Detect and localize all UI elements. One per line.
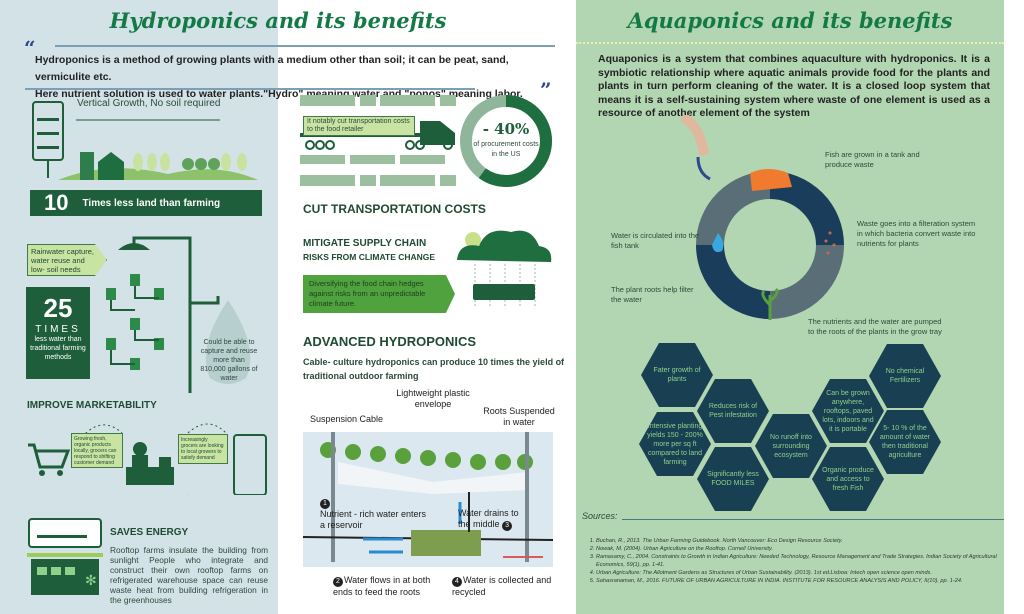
donut-text: of procurement costs in the US [473, 141, 539, 158]
food-hand-icon [680, 115, 709, 156]
dotted-divider [576, 42, 1004, 44]
cable-label: Suspension Cable [310, 414, 384, 424]
energy-heading: SAVES ENERGY [110, 527, 189, 538]
vertical-growth-label: Vertical Growth, No soil required [77, 98, 221, 109]
source-item: Urban Agriculture: The Allotment Gardens… [596, 569, 1000, 577]
cycle-label-roots: The plant roots help filter the water [611, 285, 694, 304]
cycle-label-waste: Waste goes into a filteration system in … [857, 219, 976, 248]
water-stat-times: TIMES [35, 324, 81, 335]
diagram-step-3: Water drains to the middle 3 [458, 508, 522, 531]
transport-callout: It notably cut transportation costs to t… [303, 116, 415, 136]
cycle-label-nutrients: The nutrients and the water are pumped t… [808, 317, 942, 336]
rooftop-farm-building-illustration: ✻ [27, 518, 103, 595]
source-item: Buchan, R., 2013. The Urban Farming Guid… [596, 537, 1000, 545]
hydroponics-title: Hydroponics and its benefits [109, 8, 447, 33]
divider [55, 45, 555, 47]
vertical-farm-illustration [32, 101, 258, 180]
water-drop-text: Could be able to capture and reuse more … [200, 339, 258, 382]
transport-heading: CUT TRANSPORTATION COSTS [303, 202, 486, 216]
water-stat-number: 25 [43, 293, 73, 323]
cycle-label-fish: Fish are grown in a tank and produce was… [825, 150, 920, 169]
sources-list: Buchan, R., 2013. The Urban Farming Guid… [596, 537, 1000, 585]
source-item: Sahasranaman, M., 2016. FUTURE OF URBAN … [596, 577, 1000, 585]
cycle-label-water: Water is circulated into the fish tank [611, 231, 700, 250]
trucks-illustration [300, 95, 456, 186]
cable-culture-diagram [303, 432, 553, 567]
source-item: Nowak, M. (2004). Urban Agriculture on t… [596, 545, 1000, 553]
sources-label: Sources: [582, 511, 618, 521]
step-number: 1 [320, 499, 330, 509]
step-text: Water is collected and recycled [452, 575, 552, 597]
advanced-heading: ADVANCED HYDROPONICS [303, 334, 477, 349]
marketability-heading: IMPROVE MARKETABILITY [27, 400, 157, 411]
divider [25, 88, 475, 90]
land-stat-text: Times less land than farming [82, 197, 221, 209]
svg-text:✻: ✻ [85, 572, 97, 588]
step-text: Nutrient - rich water enters a reservoir [320, 509, 427, 530]
water-drop-icon [712, 233, 724, 253]
plant-icon [761, 287, 779, 320]
rainwater-callout: Rainwater capture, water reuse and low- … [27, 244, 107, 276]
divider [622, 519, 1004, 520]
donut-value: - 40% [482, 120, 530, 138]
donut-arc [460, 95, 552, 187]
advanced-text: Cable- culture hydroponics can produce 1… [303, 357, 565, 381]
market-callout-2: Increasingly grocers are looking to loca… [178, 434, 228, 464]
step-text: Water flows in at both ends to feed the … [333, 575, 431, 597]
land-stat-bar: 10 Times less land than farming [30, 190, 262, 216]
procurement-donut-chart [460, 95, 552, 187]
supply-subheading: RISKS FROM CLIMATE CHANGE [303, 252, 436, 262]
source-item: Ramasamy, C., 2004. Constraints to Growt… [596, 553, 1000, 569]
marketability-cycle-illustration [28, 423, 267, 495]
intro-line: Hydroponics is a method of growing plant… [35, 54, 509, 83]
land-stat-number: 10 [44, 190, 69, 215]
step-text: Water drains to the middle [458, 508, 519, 529]
arrow-icon [696, 156, 711, 181]
step-number: 2 [333, 577, 343, 587]
aquaponics-intro: Aquaponics is a system that combines aqu… [598, 53, 990, 119]
supply-heading: MITIGATE SUPPLY CHAIN [303, 238, 427, 249]
supply-callout: Diversifying the food chain hedges again… [303, 275, 455, 313]
aquaponics-title: Aquaponics and its benefits [627, 8, 953, 33]
market-callout-1: Growing fresh, organic products locally,… [71, 433, 123, 468]
aquaponics-cycle-diagram [680, 115, 844, 320]
open-quote-icon: “ [24, 36, 36, 60]
fish-icon [750, 169, 792, 191]
cloud-rain-illustration [457, 230, 552, 308]
step-number: 4 [452, 577, 462, 587]
step-number: 3 [502, 521, 513, 531]
water-stat-text: less water than traditional farming meth… [30, 336, 86, 361]
close-quote-icon: ” [540, 78, 552, 102]
water-stat-box: 25 TIMES less water than traditional far… [26, 287, 90, 379]
roots-label: Roots Suspended in water [483, 406, 555, 427]
energy-text: Rooftop farms insulate the building from… [110, 545, 268, 605]
envelope-label: Lightweight plastic envelope [396, 388, 470, 409]
irrigation-pipes-illustration [106, 236, 251, 393]
